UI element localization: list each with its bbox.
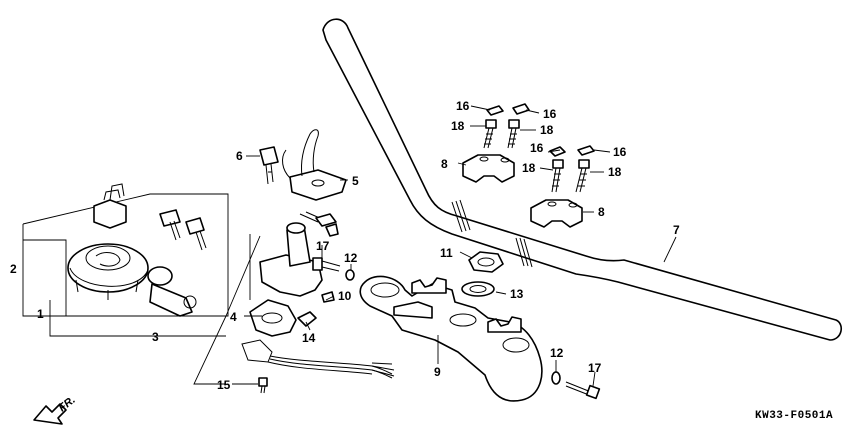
diagram-code: KW33-F0501A — [755, 410, 833, 422]
callout-16-a: 16 — [456, 99, 470, 113]
leader-lines — [193, 105, 677, 387]
fuel-lock-cylinder — [147, 266, 197, 317]
screw-10 — [321, 291, 335, 303]
screw-15 — [258, 377, 268, 394]
holder-bolt-18b — [507, 119, 520, 149]
callout-3: 3 — [152, 330, 159, 344]
holder-bolt-18c — [551, 159, 564, 193]
callout-9: 9 — [434, 365, 441, 379]
callout-7: 7 — [673, 223, 680, 237]
callout-16-b: 16 — [543, 107, 557, 121]
fuel-cap — [67, 243, 149, 300]
callout-11: 11 — [440, 246, 453, 260]
callout-10: 10 — [338, 289, 352, 303]
handlebar-holder-upper — [462, 154, 515, 183]
front-direction-arrow — [33, 403, 67, 425]
callout-13: 13 — [510, 287, 524, 301]
lock-cylinder-top — [93, 183, 127, 229]
callout-labels: 1 2 3 4 5 6 7 8 8 9 10 11 12 12 13 14 15… — [10, 99, 680, 392]
switch-bracket-5 — [282, 129, 347, 201]
callout-2: 2 — [10, 262, 17, 276]
bolt-17-left — [312, 257, 341, 272]
callout-15: 15 — [217, 378, 231, 392]
callout-12-left: 12 — [344, 251, 358, 265]
clip-14 — [297, 311, 317, 327]
callout-14: 14 — [302, 331, 316, 345]
washer-12-left — [345, 269, 355, 281]
key-6 — [259, 146, 279, 185]
callout-4: 4 — [230, 310, 237, 324]
ignition-switch-body — [259, 211, 339, 297]
stem-nut-11 — [468, 251, 504, 273]
bolt-17-right — [565, 381, 601, 400]
outer-bracket-lines — [22, 193, 229, 337]
handlebar-holder-lower — [530, 199, 583, 228]
holder-bolt-18d — [575, 159, 590, 193]
washer-12-right — [551, 371, 561, 385]
callout-8-upper: 8 — [441, 157, 448, 171]
callout-6: 6 — [236, 149, 243, 163]
keys-set — [159, 209, 207, 251]
callout-16-c: 16 — [530, 141, 544, 155]
callout-17-left: 17 — [316, 239, 330, 253]
wire-harness — [241, 339, 395, 379]
callout-5: 5 — [352, 174, 359, 188]
callout-18-a: 18 — [451, 119, 465, 133]
callout-16-d: 16 — [613, 145, 627, 159]
top-bridge — [359, 275, 543, 402]
callout-18-c: 18 — [522, 161, 536, 175]
handlebar — [322, 18, 843, 341]
callout-8-lower: 8 — [598, 205, 605, 219]
callout-1: 1 — [37, 307, 44, 321]
bolt-caps-16 — [486, 103, 595, 157]
callout-18-d: 18 — [608, 165, 622, 179]
callout-12-right: 12 — [550, 346, 564, 360]
callout-18-b: 18 — [540, 123, 554, 137]
switch-contact-base — [249, 299, 297, 337]
washer-13 — [461, 281, 495, 297]
callout-17-right: 17 — [588, 361, 602, 375]
holder-bolt-18a — [483, 119, 497, 149]
